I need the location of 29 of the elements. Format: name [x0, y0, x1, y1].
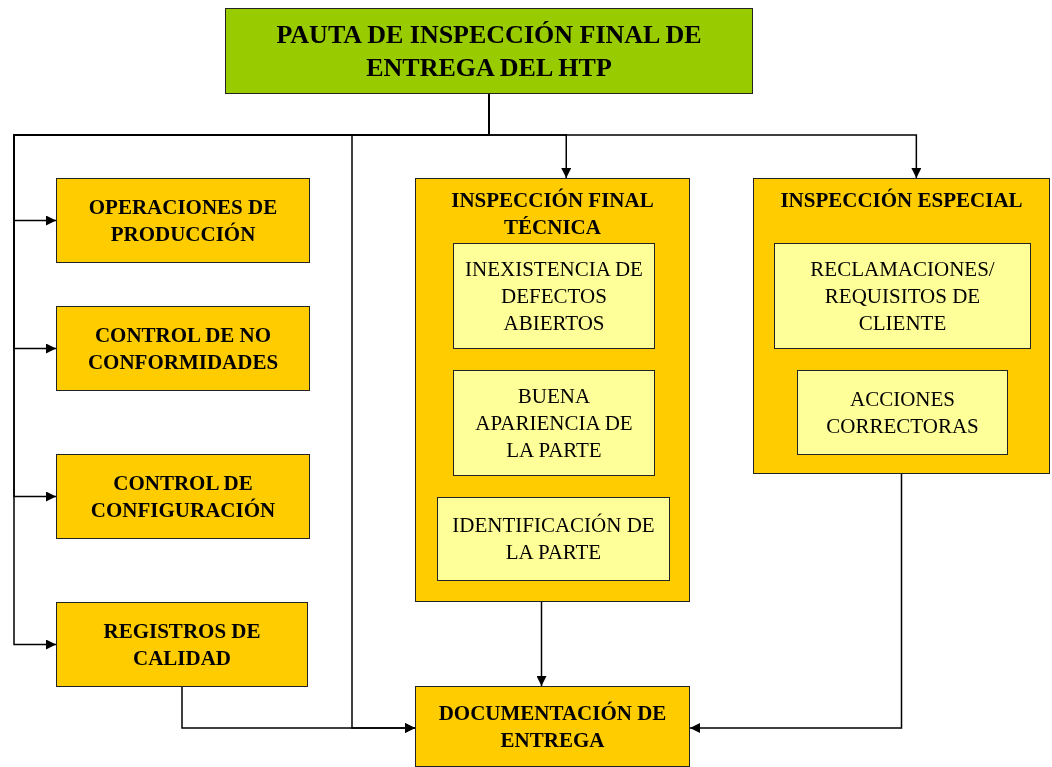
process-box — [56, 602, 308, 687]
group-box — [753, 178, 1050, 474]
sub-box — [774, 243, 1031, 349]
box-label: PAUTA DE INSPECCIÓN FINAL DE ENTREGA DEL HTP — [275, 19, 703, 84]
sub-box — [453, 243, 655, 349]
box-label: DOCUMENTACIÓN DE ENTREGA — [437, 699, 668, 754]
group-heading: INSPECCIÓN FINAL TÉCNICA — [450, 187, 655, 241]
box-label: REGISTROS DE CALIDAD — [102, 617, 262, 672]
sub-box — [453, 370, 655, 476]
process-box — [56, 178, 310, 263]
box-label: INEXISTENCIA DE DEFECTOS ABIERTOS — [464, 255, 644, 337]
group-heading: INSPECCIÓN ESPECIAL — [779, 187, 1024, 214]
title-box — [225, 8, 753, 94]
box-label: CONTROL DE CONFIGURACIÓN — [89, 469, 277, 524]
box-label: RECLAMACIONES/ REQUISITOS DE CLIENTE — [809, 255, 996, 337]
box-label: IDENTIFICACIÓN DE LA PARTE — [451, 512, 656, 566]
connector-arrow — [689, 473, 903, 733]
process-box — [56, 306, 310, 391]
sub-box — [797, 370, 1008, 455]
box-label: BUENA APARIENCIA DE LA PARTE — [474, 382, 634, 464]
group-box — [415, 178, 690, 602]
box-label: ACCIONES CORRECTORAS — [825, 385, 980, 440]
connector-arrow — [536, 601, 547, 687]
box-label: CONTROL DE NO CONFORMIDADES — [86, 321, 280, 376]
box-label: OPERACIONES DE PRODUCCIÓN — [87, 193, 279, 248]
connector-arrow — [181, 686, 416, 733]
process-box — [56, 454, 310, 539]
process-box — [415, 686, 690, 767]
sub-box — [437, 497, 670, 581]
